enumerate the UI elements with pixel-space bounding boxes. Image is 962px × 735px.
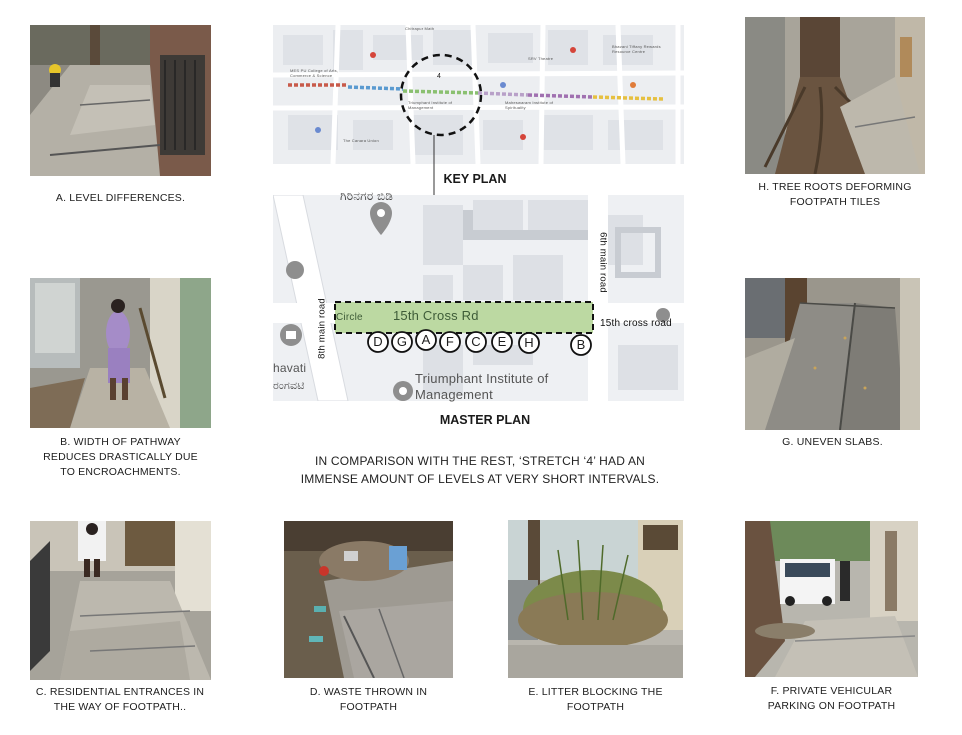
point-g-label: G [396, 334, 408, 349]
point-a-marker [415, 329, 437, 351]
caption-c: C. RESIDENTIAL ENTRANCES IN THE WAY OF F… [35, 686, 205, 713]
caption-g: G. UNEVEN SLABS. [782, 436, 883, 448]
point-f-label: F [445, 334, 455, 349]
key-plan-label-6: SRV Theatre [528, 56, 554, 61]
photo-e-litter [508, 520, 683, 678]
point-c-marker [465, 331, 487, 353]
master-bhavati-label: havati [273, 361, 307, 375]
point-f-marker [439, 331, 461, 353]
key-plan-label-3: Triumphant Institute of Management [408, 100, 453, 110]
key-plan-marker-label: 4 [437, 73, 441, 80]
point-e-marker [491, 331, 513, 353]
key-plan-label-4: Maheswaram Institute of Spirituality [505, 100, 554, 110]
point-g-marker [391, 331, 413, 353]
caption-d: D. WASTE THROWN IN FOOTPATH [309, 686, 428, 713]
point-d-marker [367, 331, 389, 353]
key-plan-map [273, 25, 684, 164]
caption-f: F. PRIVATE VEHICULAR PARKING ON FOOTPATH [767, 685, 896, 712]
point-d-label: D [373, 334, 383, 349]
caption-b: B. WIDTH OF PATHWAY REDUCES DRASTICALLY … [43, 436, 198, 478]
caption-e: E. LITTER BLOCKING THE FOOTPATH [528, 686, 663, 713]
point-c-label: C [471, 334, 481, 349]
master-institute-label: Triumphant Institute of Management [415, 371, 549, 402]
master-plan-title: MASTER PLAN [439, 413, 531, 427]
point-e-label: E [497, 334, 507, 349]
master-road-6th: 6th main road [597, 232, 609, 293]
photo-f-vehicle-parking [745, 521, 918, 677]
point-h-label: H [524, 335, 534, 350]
caption-a: A. LEVEL DIFFERENCES. [55, 192, 186, 204]
key-plan-label-2: Chitrapur Math [405, 26, 435, 31]
point-b-label: B [576, 337, 586, 352]
key-plan-label-7: Bhavani Tiffany Rewards Resource Centre [612, 44, 661, 54]
master-kannada-left: ರಂಗವಟಿ [273, 380, 305, 392]
key-plan-label-1: MES PU College of Arts, Commerce & Scien… [290, 68, 339, 78]
point-b-marker [570, 334, 592, 356]
caption-h: H. TREE ROOTS DEFORMING FOOTPATH TILES [758, 181, 912, 208]
master-road-15th: 15th cross road [600, 318, 672, 329]
key-plan-title: KEY PLAN [443, 172, 507, 186]
photo-d-waste [284, 521, 453, 678]
master-circle-label: Circle [336, 312, 363, 323]
photo-b-encroachments [30, 278, 211, 428]
photo-g-uneven-slabs [745, 278, 920, 430]
photo-h-tree-roots [745, 17, 925, 174]
key-plan-label-5: The Canara Union [343, 138, 379, 143]
master-road-8th: 8th main road [316, 298, 328, 359]
stretch-note: IN COMPARISON WITH THE REST, ‘STRETCH ‘4… [300, 454, 660, 486]
master-plan-map [273, 195, 684, 401]
photo-a-level-differences [30, 25, 211, 176]
master-stretch-label: 15th Cross Rd [393, 308, 479, 323]
point-h-marker [518, 332, 540, 354]
master-road-top-kannada: ಗಿರಿನಗರ ಬಿಡಿ [340, 189, 393, 203]
photo-c-residential-entrances [30, 521, 211, 680]
point-a-label: A [421, 332, 431, 347]
master-points [367, 329, 592, 356]
